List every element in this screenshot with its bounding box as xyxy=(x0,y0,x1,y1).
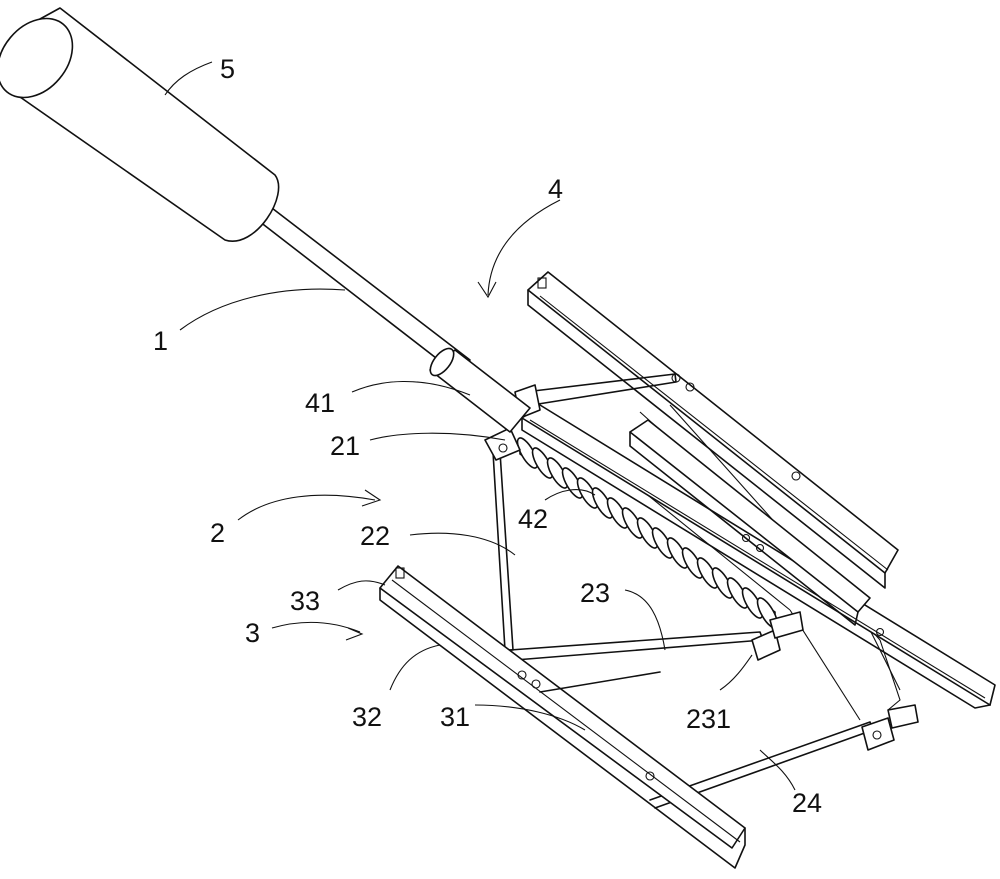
label-base-holes: 31 xyxy=(440,702,470,732)
rear-rail xyxy=(527,271,899,589)
label-lower-crossbar: 24 xyxy=(792,788,822,818)
clamps xyxy=(484,384,919,751)
label-end-cap: 33 xyxy=(290,586,320,616)
label-hinge: 21 xyxy=(330,431,360,461)
leader-lines xyxy=(164,61,796,791)
label-adjust-assembly: 4 xyxy=(548,174,563,204)
label-frame-upright: 22 xyxy=(360,521,390,551)
label-sleeve: 41 xyxy=(305,388,335,418)
label-base-bar: 32 xyxy=(352,702,382,732)
label-base: 3 xyxy=(245,618,260,648)
label-clamp: 231 xyxy=(686,704,731,734)
inner-bar xyxy=(629,419,871,626)
label-handle: 5 xyxy=(220,54,235,84)
base-bar xyxy=(379,565,746,869)
label-crossbar: 23 xyxy=(580,578,610,608)
label-frame: 2 xyxy=(210,518,225,548)
label-rod: 1 xyxy=(153,326,168,356)
spring xyxy=(516,437,779,629)
handle-grip xyxy=(0,7,280,242)
rod xyxy=(254,204,531,433)
label-spring: 42 xyxy=(518,504,548,534)
